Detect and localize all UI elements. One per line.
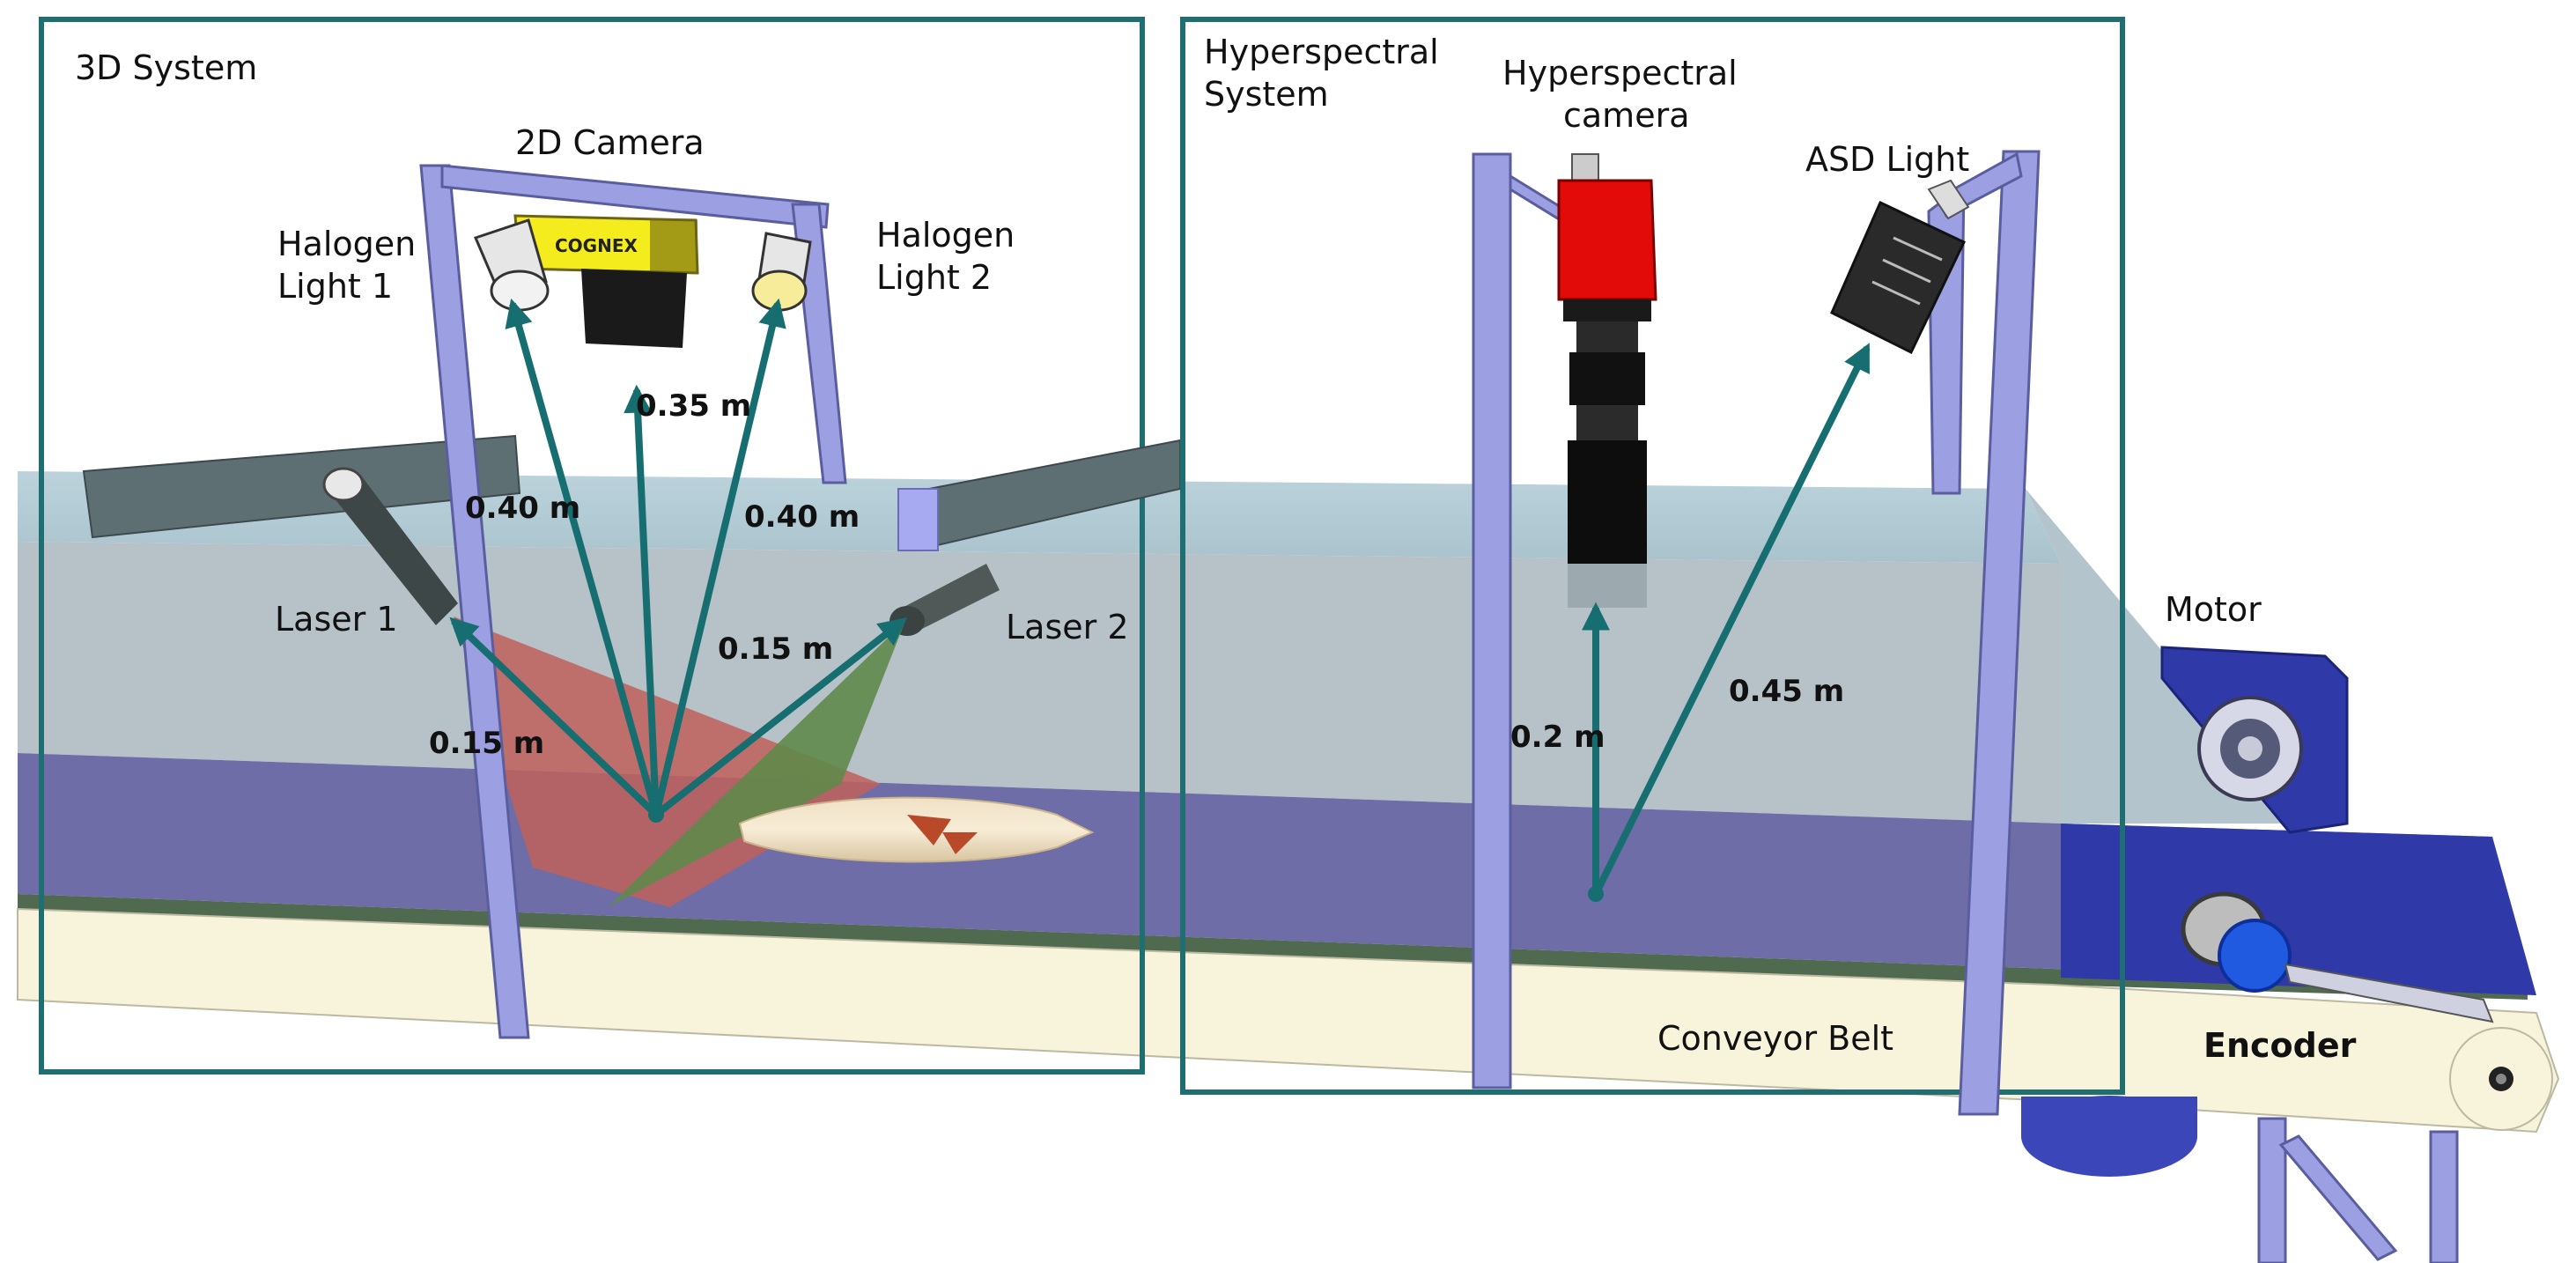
asd-light-distance-label: 0.45 m (1729, 674, 1844, 709)
laser-mount-bar-left (82, 434, 521, 539)
halogen-2-label-line1: Halogen (876, 216, 1015, 255)
hs-camera-label-line1: Hyperspectral (1502, 54, 1738, 92)
laser-2-distance-label: 0.15 m (718, 632, 833, 667)
fish (738, 796, 1095, 863)
encoder (2181, 891, 2494, 1023)
motor (2160, 646, 2349, 834)
hs-camera-label-line2: camera (1563, 96, 1689, 135)
encoder-label: Encoder (2203, 1026, 2357, 1065)
three-d-system-title: 3D System (75, 48, 257, 87)
camera-2d-label: 2D Camera (515, 123, 705, 162)
hs-system-title-line2: System (1204, 75, 1329, 114)
conveyor-belt-label: Conveyor Belt (1657, 1019, 1893, 1058)
laser-mount-block (897, 488, 939, 551)
halogen-1-distance-label: 0.40 m (465, 491, 580, 526)
three-d-measure-lines (449, 298, 908, 818)
hs-measure-lines (1582, 343, 1871, 896)
camera-distance-label: 0.35 m (636, 388, 751, 424)
laser-1 (322, 467, 458, 625)
halogen-1-label-line2: Light 1 (277, 267, 393, 306)
motor-label: Motor (2165, 590, 2262, 629)
hs-system-title-line1: Hyperspectral (1204, 33, 1439, 71)
hyperspectral-system-frame (1180, 17, 2125, 1095)
camera-2d: COGNEX (513, 214, 699, 348)
halogen-2-distance-label: 0.40 m (744, 499, 860, 535)
laser-1-distance-label: 0.15 m (429, 726, 544, 761)
end-plate (2061, 824, 2536, 995)
halogen-light-2 (751, 232, 812, 312)
halogen-1-label-line1: Halogen (277, 225, 416, 263)
halogen-2-label-line2: Light 2 (876, 258, 992, 297)
three-d-system-frame (39, 17, 1145, 1075)
asd-light (1830, 179, 1970, 355)
laser-plane-2 (608, 621, 905, 907)
laser-1-label: Laser 1 (275, 600, 398, 639)
hyperspectral-camera (1557, 153, 1657, 608)
belt-rim (18, 894, 2528, 1000)
conveyor-belt (17, 907, 2560, 1134)
hs-camera-distance-label: 0.2 m (1510, 720, 1605, 755)
conveyor-legs (2257, 1117, 2459, 1263)
asd-light-label: ASD Light (1805, 140, 1969, 179)
laser-2-label: Laser 2 (1006, 608, 1129, 646)
camera-brand: COGNEX (555, 235, 638, 256)
